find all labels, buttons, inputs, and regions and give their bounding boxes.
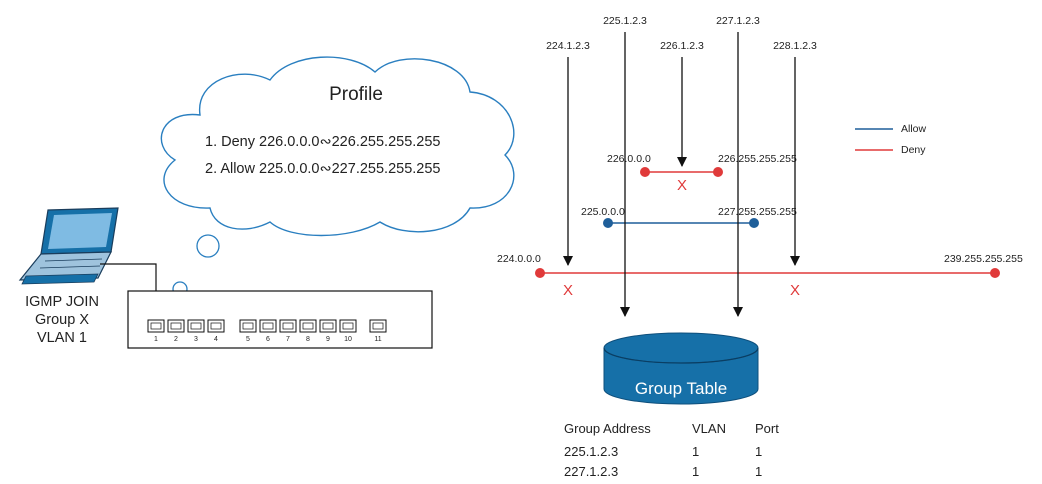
switch-port-label: 6 <box>266 336 270 343</box>
range-allow-start-label: 225.0.0.0 <box>581 206 625 218</box>
switch-port-socket <box>369 319 387 333</box>
switch-port-socket-inner <box>210 322 222 330</box>
table-cell-address: 225.1.2.3 <box>564 444 618 459</box>
switch-port-label: 1 <box>154 336 158 343</box>
switch-port-socket <box>187 319 205 333</box>
group-table: Group Address VLAN Port 225.1.2.3 1 1 22… <box>564 421 779 479</box>
switch-port-label: 8 <box>306 336 310 343</box>
group-label-224: 224.1.2.3 <box>546 40 590 52</box>
group-label-228: 228.1.2.3 <box>773 40 817 52</box>
switch-port-socket-inner <box>170 322 182 330</box>
profile-title: Profile <box>329 84 383 105</box>
switch-port-label: 5 <box>246 336 250 343</box>
switch-port-label: 10 <box>344 336 352 343</box>
switch-port-socket-inner <box>150 322 162 330</box>
range-full-start-label: 224.0.0.0 <box>497 253 541 265</box>
range-deny-start-label: 226.0.0.0 <box>607 153 651 165</box>
range-full: 224.0.0.0 239.255.255.255 <box>497 253 1023 278</box>
blocked-mark-228: X <box>790 282 800 299</box>
switch-port-socket-inner <box>282 322 294 330</box>
switch-port-socket-inner <box>190 322 202 330</box>
profile-rule-deny: 1. Deny 226.0.0.0∾226.255.255.255 <box>205 134 440 150</box>
blocked-mark-224: X <box>563 282 573 299</box>
profile-cloud: Profile 1. Deny 226.0.0.0∾226.255.255.25… <box>160 56 515 237</box>
range-deny-start-dot <box>640 167 650 177</box>
laptop-icon <box>18 207 119 285</box>
switch-port-socket <box>167 319 185 333</box>
switch-port-socket <box>299 319 317 333</box>
group-table-label: Group Table <box>635 379 727 398</box>
table-cell-vlan: 1 <box>692 444 699 459</box>
switch-port-socket-inner <box>322 322 334 330</box>
switch-port: 4 <box>207 319 225 343</box>
blocked-mark-226: X <box>677 177 687 194</box>
legend-deny-label: Deny <box>901 144 926 156</box>
switch-port: 2 <box>167 319 185 343</box>
switch-port-socket <box>339 319 357 333</box>
range-allow-end-dot <box>749 218 759 228</box>
table-cell-vlan: 1 <box>692 464 699 479</box>
switch-port-label: 3 <box>194 336 198 343</box>
switch-port: 7 <box>279 319 297 343</box>
table-cell-port: 1 <box>755 444 762 459</box>
range-deny-end-dot <box>713 167 723 177</box>
switch-port-socket <box>279 319 297 333</box>
switch-port: 3 <box>187 319 205 343</box>
range-deny-end-label: 226.255.255.255 <box>718 153 797 165</box>
group-table-database-icon: Group Table <box>603 332 759 405</box>
switch-port-socket <box>319 319 337 333</box>
switch-port-label: 2 <box>174 336 178 343</box>
switch-port-label: 9 <box>326 336 330 343</box>
switch-port-socket <box>259 319 277 333</box>
table-cell-address: 227.1.2.3 <box>564 464 618 479</box>
table-header-port: Port <box>755 421 779 436</box>
host-label-vlan: VLAN 1 <box>37 330 87 346</box>
range-full-start-dot <box>535 268 545 278</box>
switch-port: 1 <box>147 319 165 343</box>
group-label-226: 226.1.2.3 <box>660 40 704 52</box>
switch-port-label: 4 <box>214 336 218 343</box>
switch-ports: 1 2 3 4 5 6 7 8 9 10 11 <box>147 319 387 343</box>
group-arrows <box>563 32 800 317</box>
host-label-join: IGMP JOIN <box>25 294 99 310</box>
thought-bubble-large <box>196 234 220 258</box>
group-label-227: 227.1.2.3 <box>716 15 760 27</box>
switch-port-socket-inner <box>242 322 254 330</box>
switch-port: 11 <box>369 319 387 343</box>
switch-port-socket-inner <box>372 322 384 330</box>
switch-port-socket <box>207 319 225 333</box>
group-label-225: 225.1.2.3 <box>603 15 647 27</box>
switch-port-label: 7 <box>286 336 290 343</box>
table-header-vlan: VLAN <box>692 421 726 436</box>
switch-port: 10 <box>339 319 357 343</box>
range-allow-end-label: 227.255.255.255 <box>718 206 797 218</box>
table-cell-port: 1 <box>755 464 762 479</box>
switch-port-socket-inner <box>342 322 354 330</box>
switch-port-socket-inner <box>302 322 314 330</box>
legend-allow-label: Allow <box>901 123 927 135</box>
switch-port: 6 <box>259 319 277 343</box>
range-deny: 226.0.0.0 226.255.255.255 <box>607 153 797 177</box>
switch-port-socket <box>147 319 165 333</box>
range-full-end-label: 239.255.255.255 <box>944 253 1023 265</box>
legend: Allow Deny <box>855 123 927 156</box>
switch-port: 9 <box>319 319 337 343</box>
table-header-group-address: Group Address <box>564 421 651 436</box>
switch-port-socket <box>239 319 257 333</box>
range-full-end-dot <box>990 268 1000 278</box>
switch-port: 5 <box>239 319 257 343</box>
range-allow-start-dot <box>603 218 613 228</box>
host-label-group: Group X <box>35 312 89 328</box>
switch-port-label: 11 <box>374 336 381 343</box>
switch-port: 8 <box>299 319 317 343</box>
range-allow: 225.0.0.0 227.255.255.255 <box>581 206 797 228</box>
switch-port-socket-inner <box>262 322 274 330</box>
profile-rule-allow: 2. Allow 225.0.0.0∾227.255.255.255 <box>205 161 440 177</box>
